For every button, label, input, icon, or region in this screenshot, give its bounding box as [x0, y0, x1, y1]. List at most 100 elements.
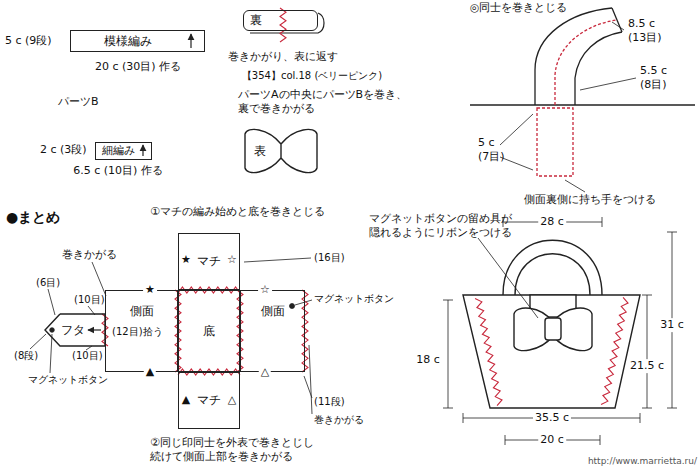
section-heading: ●まとめ	[6, 209, 60, 227]
annotation-label: (12目)拾う	[112, 326, 163, 339]
annotation-label: 20 c	[538, 433, 566, 447]
direction-arrow	[190, 34, 191, 48]
annotation-label: ①マチの編み始めと底を巻きとじる	[150, 205, 325, 219]
bag-dimensions	[443, 217, 677, 445]
side-panel-edge	[470, 104, 695, 105]
ribbon-bow: 表	[243, 124, 319, 178]
pattern-panel: 細編み	[95, 142, 152, 160]
annotation-label: ▲	[144, 365, 156, 379]
annotation-label: ★	[181, 253, 191, 267]
annotation-label: ▲	[182, 393, 190, 407]
bottom-panel: 底	[178, 290, 240, 372]
annotation-label: ☆	[227, 253, 237, 267]
annotation-label: 28 c	[538, 215, 566, 229]
leader-line	[500, 157, 533, 170]
annotation-label: 20 c (30目) 作る	[95, 60, 181, 74]
leader-line	[244, 258, 311, 262]
annotation-label: 21.5 c	[628, 359, 666, 373]
annotation-label: 31 c	[658, 318, 686, 332]
leader-line	[612, 22, 624, 30]
bag-handle	[503, 240, 602, 295]
shape-outline	[45, 314, 105, 346]
annotation-label: (13目)	[628, 31, 662, 45]
annotation-label: 8.5 c	[628, 17, 655, 31]
pattern-panel: 模様編み	[70, 30, 205, 52]
annotation-label: (16目)	[314, 252, 345, 265]
dimension-line	[443, 300, 453, 408]
leader-line	[478, 238, 538, 318]
bow-knot	[545, 318, 561, 340]
annotation-label: ②同じ印同士を外表で巻きとじし 続けて側面上部を巻きかがる	[150, 436, 314, 464]
watermark: http://www.marrietta.ru/	[588, 456, 697, 467]
panel-label: マチ	[197, 393, 221, 407]
panel-label: フタ	[61, 323, 85, 337]
whip-stitch	[280, 8, 286, 42]
whip-stitch	[302, 290, 308, 372]
annotation-label: △	[228, 393, 236, 407]
annotation-label: 5 c (9段)	[5, 34, 52, 48]
direction-arrow	[88, 329, 101, 330]
magnet-button	[50, 328, 55, 333]
ribbon-band: 裏	[243, 10, 318, 31]
annotation-label: △	[259, 365, 271, 379]
annotation-label: ☆	[258, 283, 272, 297]
side-panel: 側面	[240, 290, 305, 372]
annotation-label: (10目)	[74, 294, 105, 307]
bag-body	[463, 295, 640, 408]
band-fold	[250, 13, 324, 33]
annotation-label: (8目)	[640, 78, 667, 92]
handle-diagram	[470, 8, 695, 192]
annotation-label: 18 c	[416, 353, 440, 367]
band-curl	[250, 13, 324, 33]
panel-label: 側面	[130, 304, 154, 318]
annotation-label: (7目)	[478, 150, 505, 164]
magnet-button	[290, 304, 295, 309]
part-arrows	[88, 34, 191, 330]
annotation-label: ★	[143, 283, 157, 297]
annotation-label: 側面裏側に持ち手をつける	[524, 193, 656, 207]
annotation-label: 巻きかがる	[62, 248, 117, 262]
annotation-label: ◎同士を巻きとじる	[470, 1, 567, 14]
layout-leaders	[30, 258, 312, 414]
annotation-label: 5 c	[478, 136, 495, 150]
annotation-label: 35.5 c	[533, 411, 571, 425]
panel-label: 細編み	[102, 144, 135, 157]
annotation-label: マグネットボタン	[314, 293, 394, 306]
handle-attach	[537, 108, 573, 176]
leader-line	[30, 334, 46, 349]
handle-inner	[575, 32, 622, 105]
leader-line	[309, 345, 312, 414]
direction-arrow	[142, 145, 143, 156]
dimension-line	[642, 295, 652, 408]
leaders	[500, 22, 636, 192]
handle-seam	[555, 20, 616, 105]
leader-line	[580, 78, 636, 90]
whip-stitch	[475, 299, 502, 406]
annotation-label: 巻きかがり、表に返す	[228, 50, 338, 64]
annotation-label: 5.5 c	[640, 64, 667, 78]
annotation-label: (11段)	[314, 396, 345, 409]
panel-label: 側面	[261, 304, 285, 318]
leader-line	[565, 180, 585, 192]
panel-label: 裏	[250, 13, 262, 27]
annotation-label: (8段)	[14, 350, 38, 363]
flap-panel: フタ	[45, 314, 105, 346]
leader-line	[48, 289, 55, 315]
annotation-label: (10目)	[72, 350, 103, 363]
annotation-label: マグネットボタンの留め具が 隠れるようにリボンをつける	[369, 212, 512, 240]
annotation-label: パーツAの中央にパーツBを巻き、 裏で巻きかがる	[238, 88, 407, 116]
annotation-label: 6.5 c (10目) 作る	[73, 164, 163, 178]
panel-label: 模様編み	[104, 34, 152, 48]
annotation-label: (6目)	[36, 277, 60, 290]
annotation-label: 2 c (3段)	[40, 143, 87, 157]
annotation-label: 巻きかがる	[314, 414, 364, 427]
leader-line	[92, 262, 106, 296]
shape-outline	[245, 129, 317, 172]
handle-outer	[535, 8, 612, 105]
bag-handle	[515, 254, 590, 295]
panel-label: 表	[254, 144, 266, 158]
annotation-label: 【354】col.18 (ベリーピンク)	[242, 70, 382, 83]
bag	[463, 240, 640, 408]
whip-stitch	[601, 297, 628, 404]
